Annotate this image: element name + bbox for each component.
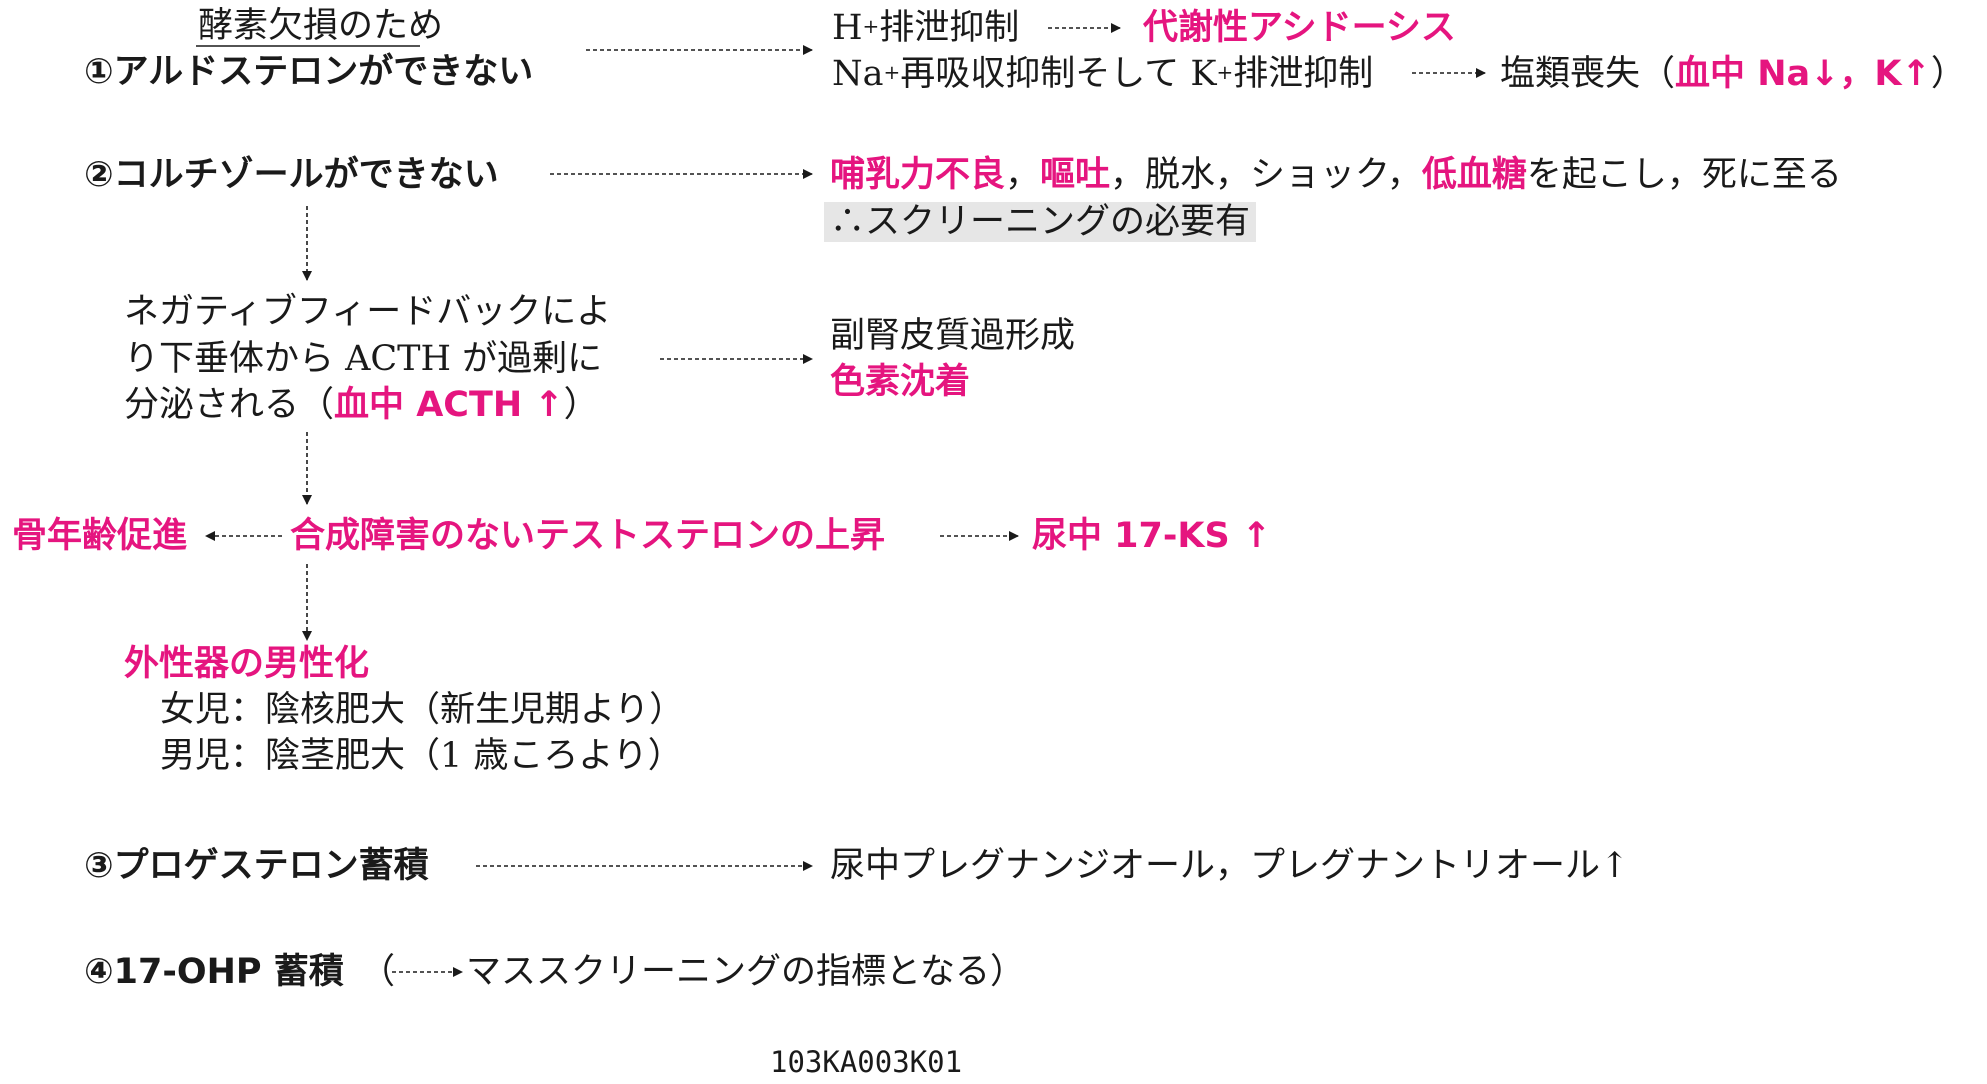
enzyme-deficiency-note: 酵素欠損のため <box>198 6 444 46</box>
testosterone-rise: 合成障害のないテストステロンの上昇 <box>290 516 886 556</box>
step3-label: ③プロゲステロン蓄積 <box>84 846 429 886</box>
figure-caption: 103KA003K01 <box>770 1045 963 1079</box>
feedback-line2: り下垂体から ACTH が過剰に <box>124 339 603 379</box>
sep1: ， <box>1005 155 1041 195</box>
pigmentation: 色素沈着 <box>830 362 971 402</box>
urine-17ks: 尿中 17-KS ↑ <box>1032 516 1272 556</box>
blood-acth: 血中 ACTH ↑ <box>334 385 564 425</box>
bone-age-advance: 骨年齢促進 <box>12 516 188 556</box>
screening-needed: ∴スクリーニングの必要有 <box>824 200 1257 244</box>
step4-label: ④17-OHP 蓄積 <box>84 952 344 992</box>
metabolic-acidosis: 代謝性アシドーシス <box>1143 8 1456 48</box>
na-text2: 排泄抑制 <box>1233 54 1374 94</box>
h-symbol: H <box>832 8 863 48</box>
step3-result: 尿中プレグナンジオール，プレグナントリオール↑ <box>830 846 1630 886</box>
step1-h-line: H+排泄抑制 <box>832 6 1019 50</box>
salt-loss-close: ） <box>1930 54 1966 94</box>
feedback-line1: ネガティブフィードバックによ <box>124 292 612 332</box>
step2-label: ②コルチゾールができない <box>84 155 499 195</box>
vomiting: 嘔吐 <box>1040 155 1111 195</box>
dehydration-shock: ，脱水，ショック， <box>1110 155 1422 195</box>
feedback-line3: 分泌される（血中 ACTH ↑） <box>124 383 599 427</box>
boy-penile-enlargement: 男児：陰茎肥大（1 歳ころより） <box>160 736 683 776</box>
salt-loss-blood-values: 血中 Na↓，K↑ <box>1675 54 1931 94</box>
h-excretion-text: 排泄抑制 <box>879 8 1020 48</box>
adrenal-hyperplasia: 副腎皮質過形成 <box>830 316 1076 356</box>
death-text: を起こし，死に至る <box>1526 155 1842 195</box>
na-text1: 再吸収抑制そして K <box>900 54 1217 94</box>
feedback-line3-close: ） <box>563 385 599 425</box>
screening-needed-text: ∴スクリーニングの必要有 <box>824 202 1257 242</box>
poor-feeding: 哺乳力不良 <box>830 155 1006 195</box>
k-sup: + <box>1216 60 1234 84</box>
virilization-title: 外性器の男性化 <box>124 644 370 684</box>
feedback-line3-text: 分泌される（ <box>124 385 335 425</box>
girl-clitoromegaly: 女児：陰核肥大（新生児期より） <box>160 690 685 730</box>
na-symbol: Na <box>832 54 884 94</box>
salt-loss: 塩類喪失（血中 Na↓，K↑） <box>1500 52 1966 96</box>
salt-loss-text: 塩類喪失（ <box>1500 54 1676 94</box>
hypoglycemia: 低血糖 <box>1421 155 1527 195</box>
step4-note-open: （ <box>360 952 396 992</box>
step1-na-line: Na+再吸収抑制そして K+排泄抑制 <box>832 52 1373 96</box>
step4-note-text: マススクリーニングの指標となる） <box>466 952 1025 992</box>
step2-results: 哺乳力不良，嘔吐，脱水，ショック，低血糖を起こし，死に至る <box>830 153 1842 197</box>
h-sup: + <box>862 14 880 38</box>
step1-label: ①アルドステロンができない <box>84 52 534 92</box>
na-sup: + <box>883 60 901 84</box>
